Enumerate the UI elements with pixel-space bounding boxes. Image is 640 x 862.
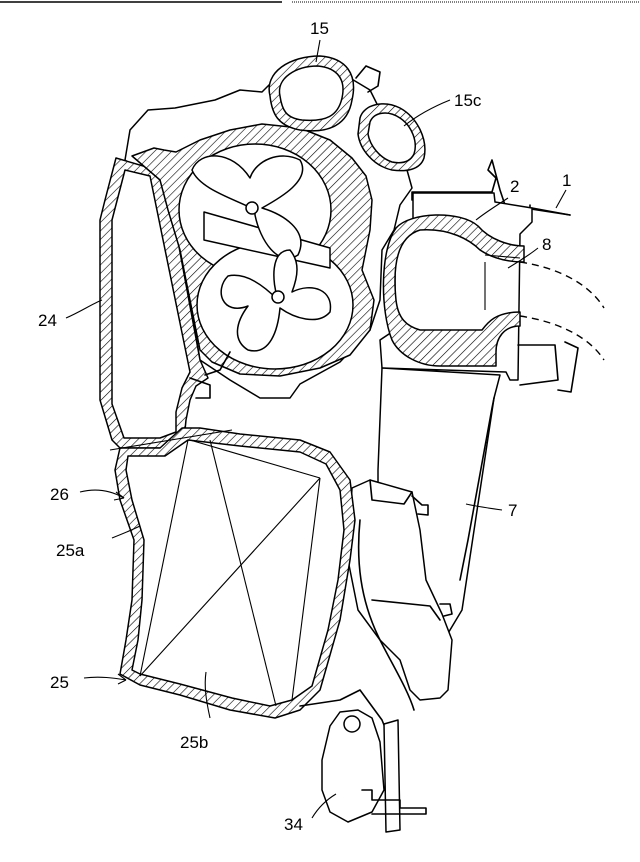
leader-lines [65,39,567,819]
leader-2 [475,197,509,221]
duct-15-inner [278,65,344,122]
leader-7 [465,503,503,511]
label-34: 34 [284,815,303,834]
bracket-bolt [343,715,361,733]
intercooler-housing [99,157,356,719]
leader-25a [111,525,141,539]
label-8: 8 [542,235,551,254]
label-15: 15 [310,19,329,38]
block-top-edge [531,207,571,216]
leader-25 [83,676,127,681]
leader-1 [555,189,567,209]
port-inner-top [484,254,521,259]
arrow-25 [117,673,127,685]
bracket-34 [321,709,427,833]
lower-rotor-shaft [271,290,285,304]
label-7: 7 [508,501,517,520]
duct-15c-inner [367,112,416,164]
leader-25b [204,671,211,719]
leader-15 [315,39,321,63]
label-25b: 25b [180,733,208,752]
leader-8 [507,247,539,269]
intake-dashed-upper [519,261,605,309]
upper-rotor [191,155,304,259]
intercooler-core [109,429,321,707]
label-15c: 15c [454,91,482,110]
label-25: 25 [50,673,69,692]
intake-port-wall [382,214,525,367]
label-24: 24 [38,311,57,330]
ducts [268,55,426,172]
leader-24 [65,299,103,319]
label-1: 1 [562,171,571,190]
leader-26 [79,489,125,499]
supercharger [131,123,375,399]
leader-15c [403,99,451,127]
label-26: 26 [50,485,69,504]
arrow-26 [113,491,125,501]
reference-labels: 15 15c 2 1 8 24 26 25a 25 25b 7 34 [38,19,571,834]
leader-34 [311,793,337,819]
upper-rotor-shaft [245,201,259,215]
label-2: 2 [510,177,519,196]
intake-dashed-lower [519,315,605,361]
lower-housing [347,479,453,711]
label-25a: 25a [56,541,85,560]
